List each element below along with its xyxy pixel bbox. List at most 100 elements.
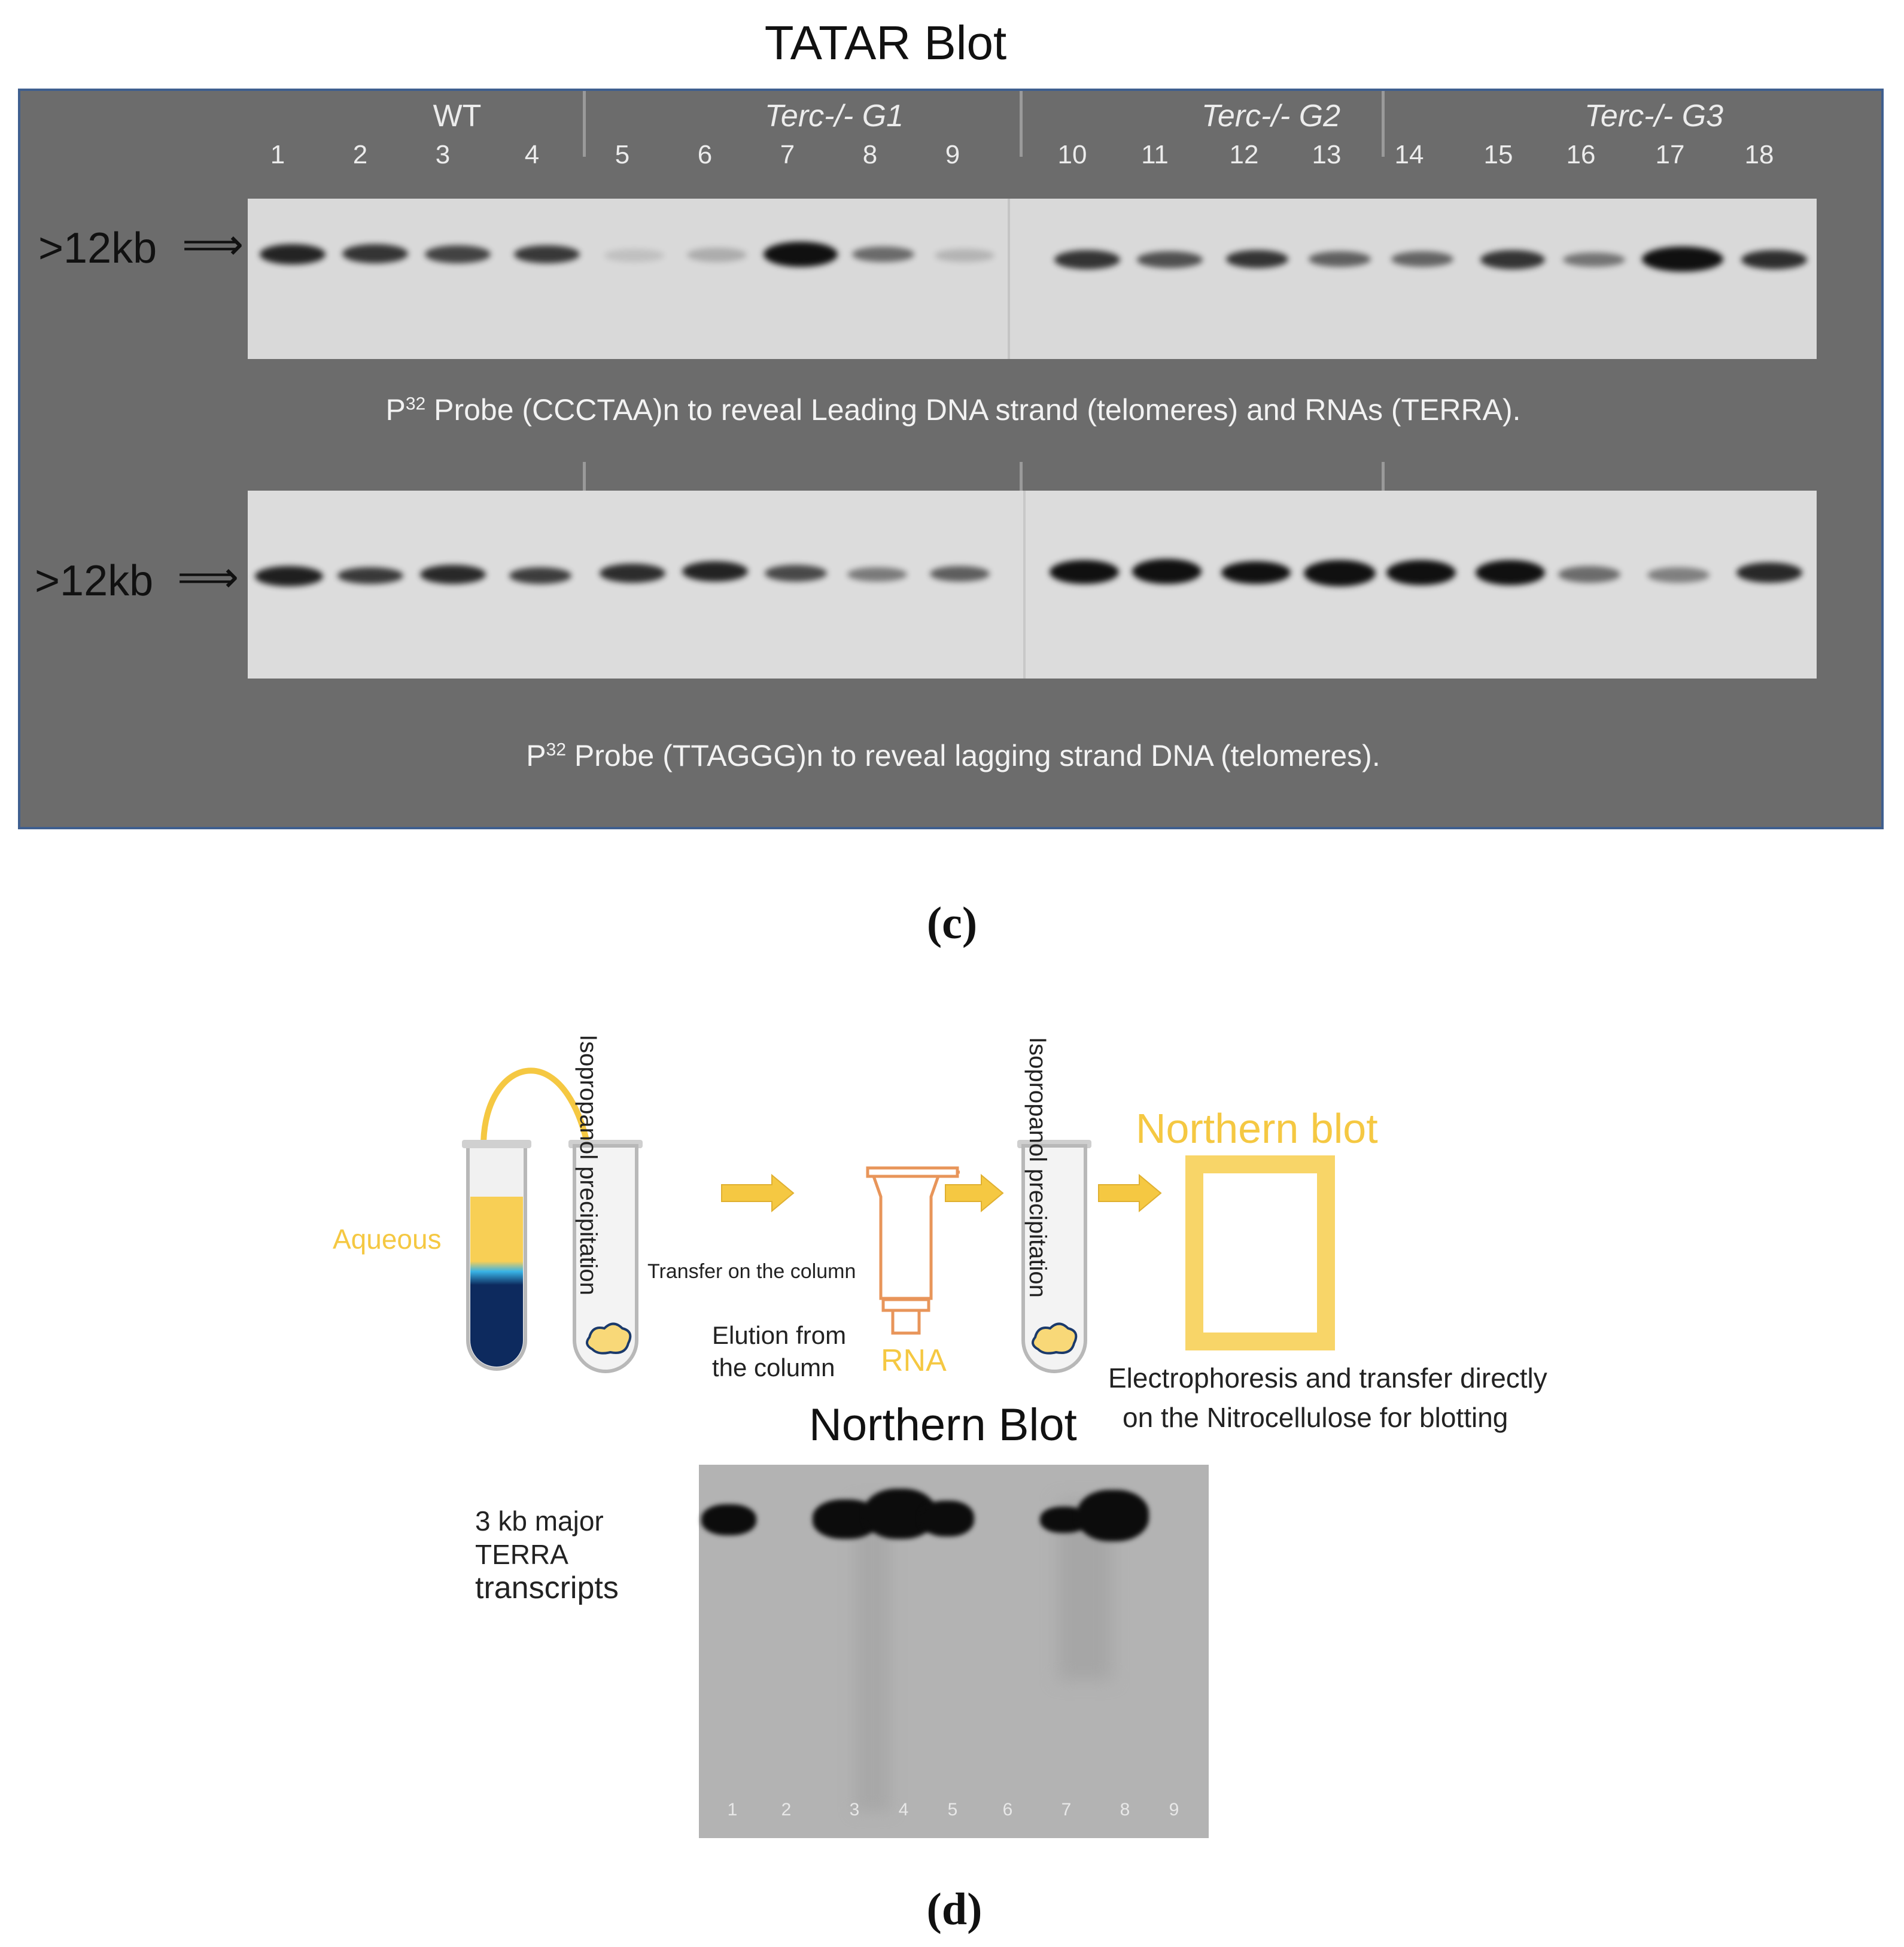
band (1476, 560, 1545, 585)
band (1309, 251, 1371, 267)
lane-number: 16 (1566, 140, 1596, 169)
electrophoresis-label-line2: on the Nitrocellulose for blotting (1123, 1402, 1508, 1433)
band (1132, 559, 1202, 584)
lane-number: 1 (270, 140, 285, 169)
lane-number: 4 (524, 140, 540, 169)
lane-number: 10 (1057, 140, 1087, 169)
rna-label: RNA (881, 1343, 947, 1378)
band (1647, 567, 1710, 583)
probe-caption-leading: P32 Probe (CCCTAA)n to reveal Leading DN… (20, 393, 1886, 427)
lane-number: 17 (1655, 140, 1685, 169)
lane-number: 12 (1229, 140, 1259, 169)
tatar-blot-panel: WT Terc-/- G1 Terc-/- G2 Terc-/- G3 1 2 … (18, 89, 1884, 829)
band (509, 567, 571, 584)
band (1226, 250, 1288, 268)
elution-label-line1: Elution from (712, 1321, 847, 1349)
terra-label-line1: 3 kb major (475, 1505, 604, 1537)
band (604, 249, 664, 262)
northern-blot-image: 1 2 3 4 5 6 7 8 9 (699, 1465, 1209, 1838)
lane-number: 3 (849, 1800, 860, 1820)
size-marker-label: >12kb (35, 557, 154, 605)
phase-tube (462, 1140, 531, 1371)
electrophoresis-label-line1: Electrophoresis and transfer directly (1108, 1362, 1547, 1394)
transfer-arc (480, 1067, 595, 1173)
pellet-icon (586, 1322, 632, 1355)
lane-number: 18 (1744, 140, 1774, 169)
arrow-right-icon (1098, 1173, 1162, 1213)
size-marker-label: >12kb (38, 224, 157, 272)
group-label-g1: Terc-/- G1 (764, 99, 904, 133)
probe-text: Probe (TTAGGG)n to reveal lagging strand… (566, 739, 1380, 772)
arrow-right-icon: ⟹ (177, 553, 239, 601)
band (701, 1504, 756, 1535)
panel-label-d: (d) (926, 1884, 983, 1934)
group-separator (583, 91, 586, 157)
transfer-label: Transfer on the column (647, 1260, 856, 1283)
probe-isotope: 32 (405, 394, 426, 414)
elution-label-line2: the column (712, 1353, 835, 1382)
band (1386, 560, 1456, 585)
band (1304, 560, 1376, 586)
probe-prefix: P (526, 739, 546, 772)
band (1563, 252, 1625, 267)
aqueous-label: Aqueous (333, 1224, 442, 1255)
northern-blot-title: Northern Blot (809, 1400, 1077, 1450)
band (514, 245, 580, 263)
band (1558, 566, 1620, 583)
panel-c-title: TATAR Blot (764, 16, 1007, 69)
group-label-wt: WT (433, 99, 482, 133)
spin-column-icon (866, 1166, 960, 1335)
lane-number: 7 (1061, 1800, 1072, 1820)
blot-seam (1023, 491, 1026, 679)
terra-label-line3: transcripts (475, 1571, 619, 1605)
blot-strip-leading (248, 199, 1817, 359)
isopropanol-tube-2 (1017, 1140, 1091, 1373)
lane-number: 2 (781, 1800, 792, 1820)
lane-number: 2 (352, 140, 368, 169)
band (1054, 250, 1120, 269)
band (920, 1501, 974, 1537)
band (1736, 562, 1802, 583)
lane-number: 8 (862, 140, 878, 169)
band (687, 248, 747, 262)
panel-label-c: (c) (926, 898, 978, 948)
band (852, 247, 914, 262)
band (255, 566, 323, 586)
pellet-icon (1032, 1322, 1078, 1355)
band (1391, 251, 1453, 267)
band (764, 242, 838, 267)
band (420, 565, 486, 584)
group-label-g2: Terc-/- G2 (1201, 99, 1341, 133)
band (337, 567, 403, 584)
band (342, 244, 408, 263)
lane-number: 3 (435, 140, 451, 169)
group-separator (1020, 91, 1023, 157)
lane-number: 1 (727, 1800, 738, 1820)
band (600, 564, 665, 583)
band (1050, 560, 1119, 584)
smear (854, 1501, 890, 1812)
lane-number: 8 (1120, 1800, 1130, 1820)
band (930, 566, 990, 582)
lane-number: 5 (947, 1800, 958, 1820)
blot-strip-lagging (248, 491, 1817, 679)
probe-text: Probe (CCCTAA)n to reveal Leading DNA st… (425, 393, 1521, 427)
band (1480, 250, 1545, 269)
lane-number: 15 (1483, 140, 1513, 169)
band (1077, 1490, 1149, 1541)
lane-number: 13 (1312, 140, 1342, 169)
band (1137, 251, 1203, 268)
isopropanol-label-1: Isopropanol precipitation (575, 1035, 601, 1295)
band (1642, 247, 1723, 272)
arrow-right-icon: ⟹ (182, 221, 244, 269)
blot-seam (1008, 199, 1010, 359)
band (847, 567, 907, 582)
arrow-right-icon (721, 1173, 795, 1213)
northern-blot-step-label: Northern blot (1136, 1105, 1378, 1152)
band (1221, 561, 1291, 584)
lane-number: 14 (1394, 140, 1424, 169)
isopropanol-label-2: Isopropanol precipitation (1024, 1037, 1051, 1298)
group-label-g3: Terc-/- G3 (1584, 99, 1724, 133)
lane-number: 11 (1141, 140, 1169, 169)
lane-number: 5 (615, 140, 630, 169)
